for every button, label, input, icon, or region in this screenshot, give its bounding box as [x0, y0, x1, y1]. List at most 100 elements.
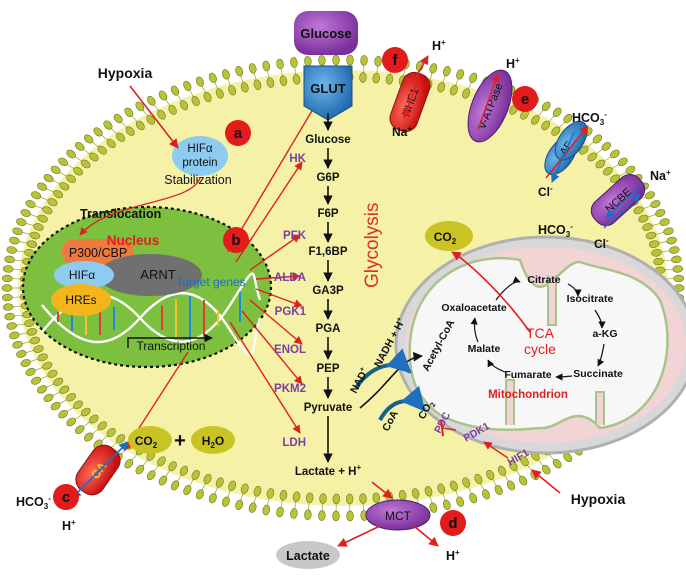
- lipid-head: [115, 132, 126, 142]
- mito-oxaloacetate: Oxaloacetate: [441, 302, 507, 314]
- lipid-head: [73, 166, 84, 176]
- mito-fumarate: Fumarate: [504, 369, 551, 381]
- lipid-head: [332, 510, 340, 522]
- lipid-head: [135, 101, 145, 112]
- mct-transporter: [365, 499, 431, 531]
- lipid-head: [360, 55, 368, 66]
- lipid-head: [486, 469, 495, 480]
- lipid-head: [66, 149, 76, 159]
- glucose-outside-label: Glucose: [300, 26, 351, 41]
- lipid-head: [456, 496, 465, 507]
- lipid-head: [42, 361, 53, 370]
- lipid-head: [648, 240, 660, 248]
- lipid-head: [183, 80, 192, 91]
- path-g6p: G6P: [316, 172, 339, 184]
- lipid-head: [25, 367, 36, 376]
- mct-h-label: H+: [446, 548, 460, 563]
- lipid-head: [33, 345, 44, 353]
- lipid-head: [168, 104, 177, 115]
- nhe1-h-arrow: [411, 55, 429, 85]
- lipid-head: [157, 109, 166, 120]
- lipid-head: [669, 246, 680, 254]
- nhe1-na-arrow: [402, 79, 419, 119]
- path-ga3p: GA3P: [312, 285, 344, 297]
- lipid-head: [2, 265, 14, 273]
- hypoxia-to-hif1-arrow: [531, 469, 561, 494]
- lipid-head: [276, 58, 284, 70]
- lipid-head: [50, 165, 61, 175]
- lipid-head: [332, 493, 341, 505]
- lactate-outside-label: Lactate: [286, 549, 330, 563]
- lipid-head: [306, 492, 314, 504]
- ncbe-cl-label: Cl-: [594, 236, 609, 251]
- hres: [51, 284, 111, 316]
- lipid-head: [248, 502, 257, 513]
- lipid-head: [146, 115, 156, 125]
- lipid-head: [638, 214, 649, 223]
- lipid-head: [235, 499, 244, 511]
- lipid-head: [103, 120, 113, 130]
- marker-e: e: [521, 91, 529, 108]
- transcription-label: Transcription: [137, 339, 206, 353]
- nad-cycle-arrow: [354, 348, 412, 390]
- mct-label: MCT: [385, 509, 412, 523]
- lipid-head: [135, 464, 145, 475]
- lipid-head: [429, 502, 438, 513]
- lipid-head: [30, 376, 42, 385]
- tca-to-co2-arrow: [451, 251, 531, 333]
- lipid-head: [469, 493, 478, 504]
- lipid-head: [37, 385, 48, 394]
- lipid-head: [9, 236, 20, 245]
- enzyme-pgk1: PGK1: [275, 306, 307, 318]
- target-gene-arrows: [124, 93, 323, 451]
- glut-label: GLUT: [310, 81, 345, 96]
- hypoxia-bottom-label: Hypoxia: [571, 491, 626, 507]
- lipid-head: [552, 107, 562, 118]
- lipid-head: [482, 489, 491, 500]
- lipid-head: [215, 477, 224, 488]
- lipid-head: [29, 336, 41, 345]
- lipid-head: [385, 73, 394, 85]
- lipid-head: [29, 231, 41, 240]
- lipid-head: [146, 95, 156, 106]
- lipid-head: [37, 214, 48, 223]
- marker-c: c: [62, 489, 70, 506]
- mito-citrate: Citrate: [527, 274, 560, 286]
- lipid-head: [266, 77, 275, 88]
- lipid-head: [304, 55, 312, 67]
- lipid-head: [135, 120, 145, 131]
- lipid-head: [262, 60, 271, 72]
- lipid-head: [633, 206, 644, 215]
- path-pep: PEP: [316, 363, 339, 375]
- lipid-head: [97, 145, 107, 155]
- mito-succinate: Succinate: [573, 368, 623, 380]
- lipid-head: [346, 510, 354, 522]
- hypoxia-to-hif-arrow: [129, 85, 179, 149]
- lipid-head: [42, 206, 53, 215]
- lipid-head: [240, 82, 249, 93]
- lipid-head: [179, 465, 189, 476]
- ae-cl-label: Cl-: [538, 184, 553, 199]
- co2-mito-label: CO2: [434, 230, 457, 246]
- hif-protein-line1: HIFα: [187, 143, 213, 155]
- h2o-blob: [191, 426, 235, 454]
- mitochondrion: [394, 235, 686, 455]
- marker-a-dot: [225, 120, 251, 146]
- lipid-head: [304, 509, 312, 521]
- lipid-head: [26, 328, 38, 336]
- enzyme-alda: ALDA: [274, 272, 306, 284]
- lipid-head: [50, 401, 61, 411]
- lipid-head: [253, 486, 262, 497]
- ae-hco3-label: HCO3-: [572, 110, 607, 127]
- lipid-head: [651, 249, 662, 257]
- lipid-head: [449, 85, 458, 96]
- p300-cbp: [62, 239, 134, 265]
- hifa-protein-nucleus: [54, 261, 114, 289]
- lipid-head: [663, 227, 674, 236]
- glut-transporter: [303, 65, 353, 121]
- lipid-head: [73, 400, 84, 410]
- lipid-head: [601, 141, 612, 151]
- lipid-head: [228, 480, 237, 491]
- lipid-head: [228, 85, 237, 96]
